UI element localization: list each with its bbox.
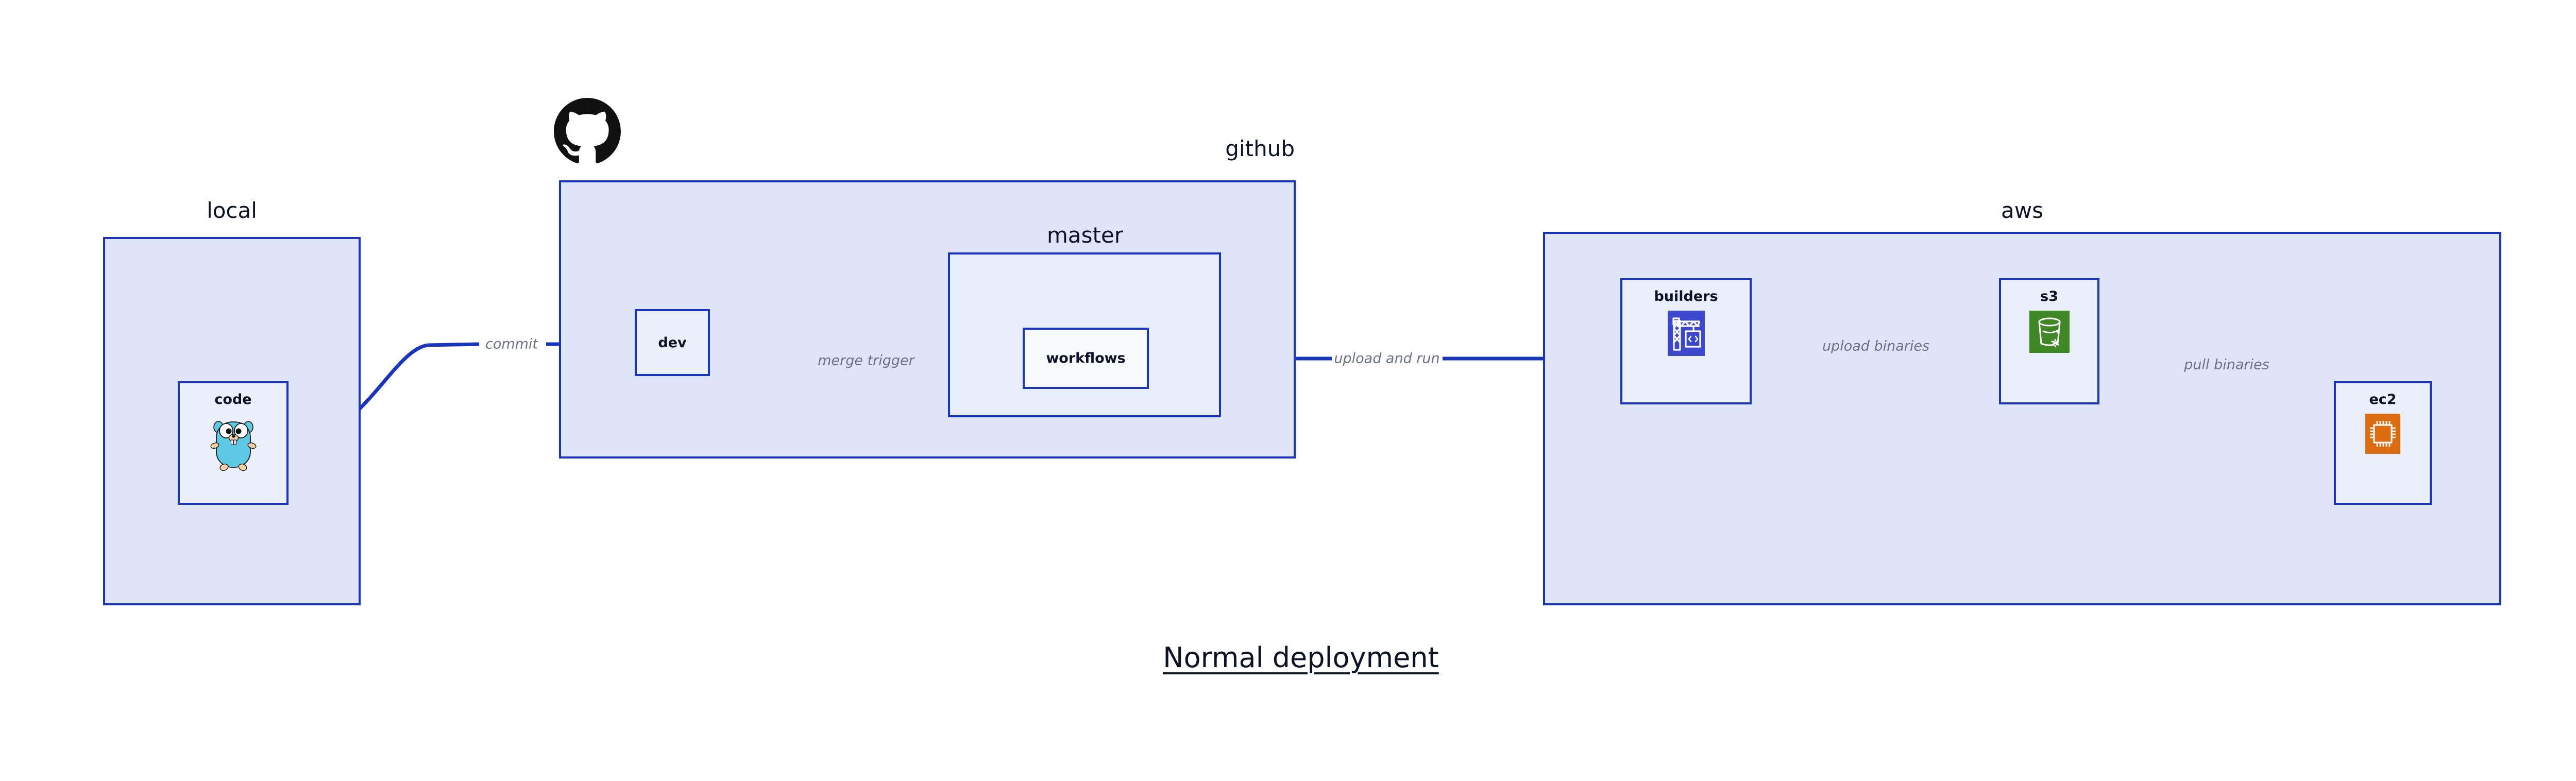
group-label-github: github xyxy=(1225,136,1295,161)
group-label-master: master xyxy=(1046,223,1124,248)
aws-codebuild-icon xyxy=(1667,311,1705,356)
node-label-dev: dev xyxy=(658,334,687,351)
github-octocat-icon xyxy=(554,95,621,167)
node-workflows[interactable]: workflows xyxy=(1023,328,1149,389)
go-gopher-icon xyxy=(210,414,257,471)
node-label-builders: builders xyxy=(1654,288,1718,304)
node-builders[interactable]: builders xyxy=(1620,278,1752,404)
aws-s3-glacier-icon xyxy=(2029,311,2070,353)
node-ec2[interactable]: ec2 xyxy=(2334,381,2432,505)
node-dev[interactable]: dev xyxy=(635,309,710,376)
edge-label-merge-trigger: merge trigger xyxy=(818,352,914,369)
edge-label-pull-binaries: pull binaries xyxy=(2184,356,2269,373)
node-code[interactable]: code xyxy=(178,381,289,505)
diagram-title: Normal deployment xyxy=(1163,641,1439,674)
edge-label-upload-and-run: upload and run xyxy=(1333,350,1441,367)
node-label-workflows: workflows xyxy=(1046,350,1126,366)
edge-label-commit: commit xyxy=(484,336,539,352)
node-label-s3: s3 xyxy=(2040,288,2058,304)
group-label-aws: aws xyxy=(2001,198,2043,223)
node-s3[interactable]: s3 xyxy=(1999,278,2099,404)
node-label-ec2: ec2 xyxy=(2369,392,2397,408)
node-label-code: code xyxy=(214,392,252,408)
aws-ec2-icon xyxy=(2365,414,2400,454)
edge-label-upload-binaries: upload binaries xyxy=(1822,338,1930,354)
group-label-local: local xyxy=(207,198,257,223)
